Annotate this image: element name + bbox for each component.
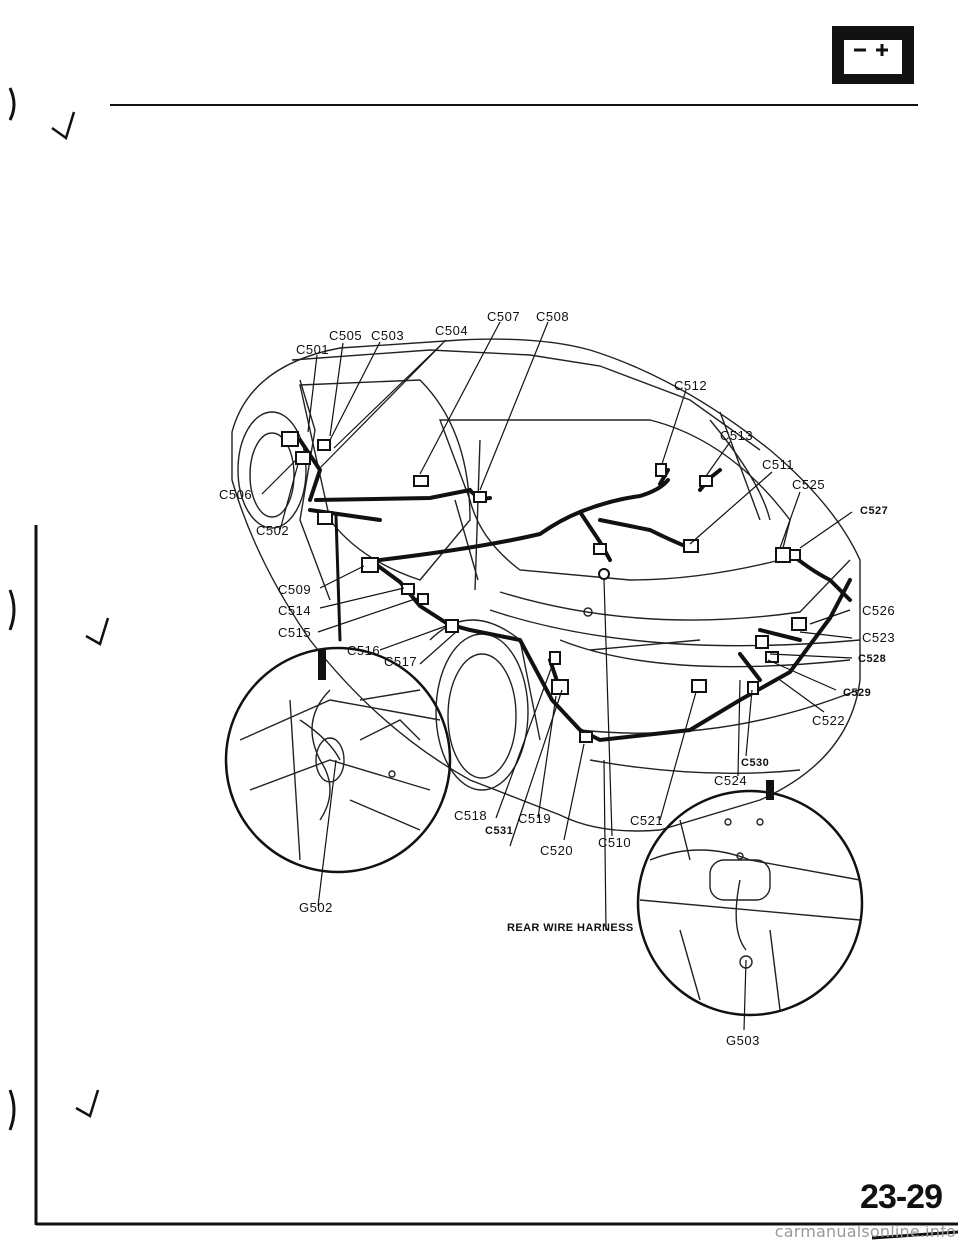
label-c501: C501 xyxy=(296,342,330,357)
label-c530: C530 xyxy=(741,757,770,769)
label-c511: C511 xyxy=(762,457,795,472)
label-c517: C517 xyxy=(384,654,418,669)
watermark: carmanualsonline.info xyxy=(774,1222,956,1241)
label-c505: C505 xyxy=(329,328,363,343)
label-c509: C509 xyxy=(278,582,312,597)
label-c506: C506 xyxy=(219,487,253,502)
label-c518: C518 xyxy=(454,808,488,823)
page-number: 23-29 xyxy=(860,1178,943,1216)
label-c519: C519 xyxy=(518,811,552,826)
leader-lines xyxy=(261,321,853,1031)
label-c531: C531 xyxy=(485,825,514,837)
label-g502: G502 xyxy=(299,900,333,915)
label-c516: C516 xyxy=(347,643,381,658)
label-c528: C528 xyxy=(858,653,887,665)
label-c529: C529 xyxy=(843,687,872,699)
label-c527: C527 xyxy=(860,505,889,517)
label-c514: C514 xyxy=(278,603,312,618)
label-c522: C522 xyxy=(812,713,846,728)
label-c526: C526 xyxy=(862,603,896,618)
margin-marks xyxy=(8,87,110,1131)
label-c508: C508 xyxy=(536,309,570,324)
car-body xyxy=(231,338,861,832)
label-c502: C502 xyxy=(256,523,290,538)
rear-wire-harness xyxy=(298,438,852,743)
label-c510: C510 xyxy=(598,835,632,850)
detail-circle-g502 xyxy=(224,646,452,874)
label-c515: C515 xyxy=(278,625,312,640)
rear-wire-harness-label: REAR WIRE HARNESS xyxy=(507,922,634,934)
label-c523: C523 xyxy=(862,630,896,645)
label-c525: C525 xyxy=(792,477,826,492)
detail-circle-g503 xyxy=(636,780,864,1017)
label-c512: C512 xyxy=(674,378,708,393)
label-c524: C524 xyxy=(714,773,748,788)
label-c504: C504 xyxy=(435,323,469,338)
connector-blocks xyxy=(281,431,807,743)
label-c513: C513 xyxy=(720,428,754,443)
label-c507: C507 xyxy=(487,309,521,324)
label-c521: C521 xyxy=(630,813,664,828)
label-c520: C520 xyxy=(540,843,574,858)
battery-icon xyxy=(832,26,914,84)
label-c503: C503 xyxy=(371,328,405,343)
label-g503: G503 xyxy=(726,1033,760,1048)
